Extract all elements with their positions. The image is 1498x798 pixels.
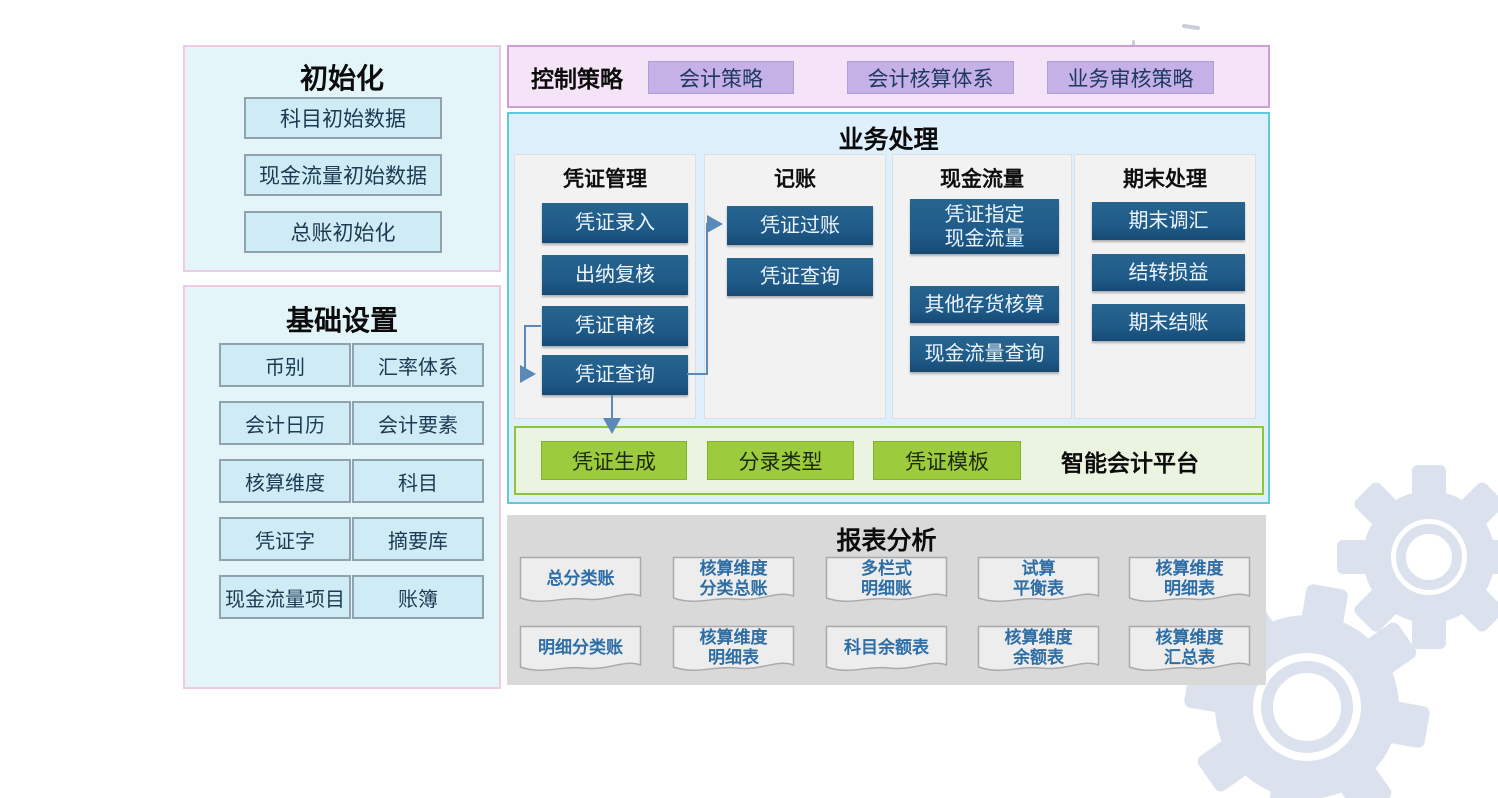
node-business-audit-strategy: 业务审核策略	[1047, 61, 1214, 94]
smart-accounting-platform-label: 智能会计平台	[1061, 449, 1199, 476]
node-subject: 科目	[352, 459, 484, 503]
report-dimension-classified-ledger: 核算维度 分类总账	[672, 556, 795, 608]
column-cash-flow-header: 现金流量	[940, 168, 1024, 191]
node-accounting-strategy: 会计策略	[648, 61, 794, 94]
node-cashflow-item: 现金流量项目	[219, 575, 351, 619]
report-detailed-classified-ledger: 明细分类账	[519, 625, 642, 677]
node-voucher-template: 凭证模板	[873, 441, 1021, 480]
column-voucher-management: 凭证管理 凭证录入 出纳复核 凭证审核 凭证查询	[514, 154, 696, 419]
document-shape-icon	[1128, 556, 1251, 603]
report-analysis-panel: 报表分析 总分类账 核算维度 分类总账 多栏式 明细账 试算 平衡表 核算维度	[507, 515, 1266, 685]
document-shape-icon	[977, 556, 1100, 603]
node-account-book: 账簿	[352, 575, 484, 619]
node-voucher-assign-cashflow: 凭证指定 现金流量	[910, 199, 1059, 254]
node-accounting-calendar: 会计日历	[219, 401, 351, 445]
control-strategy-label: 控制策略	[531, 65, 623, 92]
node-voucher-audit: 凭证审核	[542, 306, 688, 346]
column-bookkeeping: 记账 凭证过账 凭证查询	[704, 154, 886, 419]
business-processing-title: 业务处理	[838, 126, 939, 154]
smart-accounting-platform-bar: 凭证生成 分录类型 凭证模板 智能会计平台	[514, 426, 1264, 495]
node-subject-initial-data: 科目初始数据	[244, 97, 442, 139]
node-period-end-exchange-adjust: 期末调汇	[1092, 202, 1245, 240]
node-general-ledger-init: 总账初始化	[244, 211, 442, 253]
document-shape-icon	[825, 625, 948, 672]
base-settings-panel: 基础设置 币别 汇率体系 会计日历 会计要素 核算维度 科目 凭证字 摘要库 现…	[183, 285, 501, 689]
node-carry-forward-pl: 结转损益	[1092, 254, 1245, 291]
node-period-end-closing: 期末结账	[1092, 304, 1245, 341]
document-shape-icon	[519, 625, 642, 672]
column-voucher-management-header: 凭证管理	[563, 168, 647, 191]
report-multi-column-subledger: 多栏式 明细账	[825, 556, 948, 608]
node-voucher-entry: 凭证录入	[542, 203, 688, 243]
column-period-end-header: 期末处理	[1123, 168, 1207, 191]
report-analysis-title: 报表分析	[836, 527, 937, 555]
report-subject-balance: 科目余额表	[825, 625, 948, 677]
artifact-mark	[1181, 23, 1201, 31]
node-cashier-review: 出纳复核	[542, 255, 688, 295]
base-settings-title: 基础设置	[285, 305, 398, 336]
node-entry-type: 分录类型	[707, 441, 854, 480]
business-processing-panel: 业务处理 凭证管理 凭证录入 出纳复核 凭证审核 凭证查询 记账 凭证过账 凭证…	[507, 112, 1270, 504]
node-voucher-query-1: 凭证查询	[542, 355, 688, 395]
document-shape-icon	[1128, 625, 1251, 672]
report-dimension-detail: 核算维度 明细表	[672, 625, 795, 677]
document-shape-icon	[672, 556, 795, 603]
document-shape-icon	[825, 556, 948, 603]
node-accounting-elements: 会计要素	[352, 401, 484, 445]
node-voucher-query-2: 凭证查询	[727, 258, 873, 296]
node-accounting-dimension: 核算维度	[219, 459, 351, 503]
document-shape-icon	[519, 556, 642, 603]
gear-icon-small	[1337, 465, 1498, 649]
node-cashflow-initial-data: 现金流量初始数据	[244, 154, 442, 196]
node-exchange-rate-system: 汇率体系	[352, 343, 484, 387]
column-cash-flow: 现金流量 凭证指定 现金流量 其他存货核算 现金流量查询	[892, 154, 1072, 419]
init-panel: 初始化 科目初始数据 现金流量初始数据 总账初始化	[183, 45, 501, 272]
report-dimension-balance: 核算维度 余额表	[977, 625, 1100, 677]
node-currency: 币别	[219, 343, 351, 387]
node-cashflow-query: 现金流量查询	[910, 336, 1059, 372]
document-shape-icon	[672, 625, 795, 672]
node-summary-library: 摘要库	[352, 517, 484, 561]
report-trial-balance: 试算 平衡表	[977, 556, 1100, 608]
column-bookkeeping-header: 记账	[774, 168, 816, 191]
report-general-ledger: 总分类账	[519, 556, 642, 608]
init-panel-title: 初始化	[299, 63, 384, 94]
document-shape-icon	[977, 625, 1100, 672]
report-dimension-subledger: 核算维度 明细表	[1128, 556, 1251, 608]
node-accounting-system: 会计核算体系	[847, 61, 1014, 94]
node-voucher-generation: 凭证生成	[541, 441, 687, 480]
column-period-end: 期末处理 期末调汇 结转损益 期末结账	[1074, 154, 1256, 419]
node-voucher-word: 凭证字	[219, 517, 351, 561]
report-dimension-summary: 核算维度 汇总表	[1128, 625, 1251, 677]
node-voucher-posting: 凭证过账	[727, 206, 873, 245]
control-strategy-strip: 控制策略 会计策略 会计核算体系 业务审核策略	[507, 45, 1270, 108]
node-other-inventory-accounting: 其他存货核算	[910, 286, 1059, 323]
